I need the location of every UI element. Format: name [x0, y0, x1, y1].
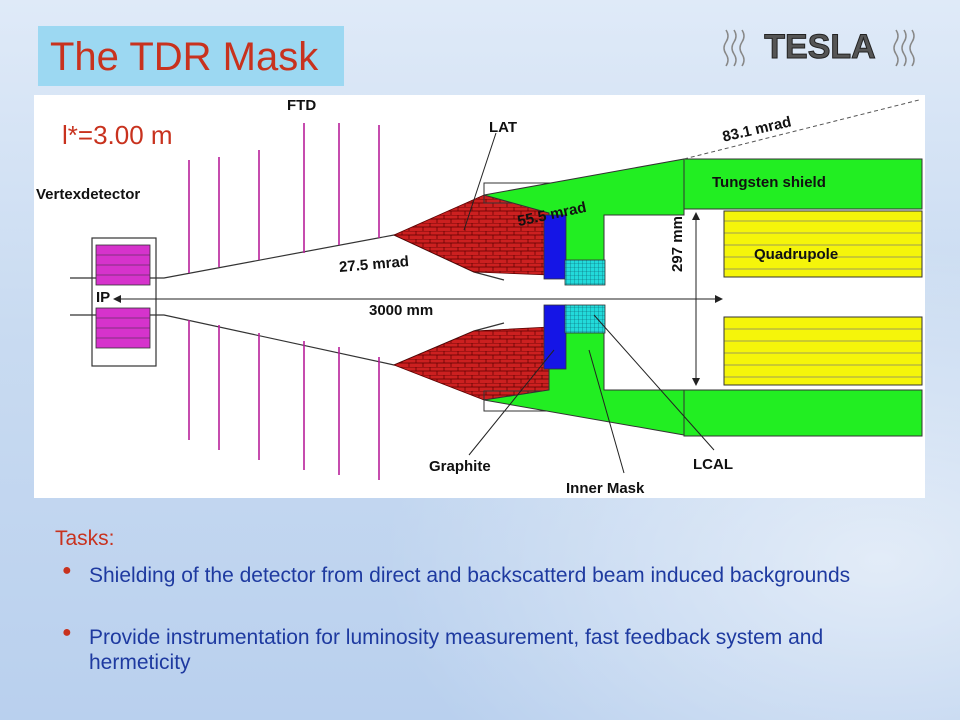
quadrupole	[723, 210, 923, 386]
lstar-label: l*=3.00 m	[62, 120, 173, 150]
title-box	[38, 26, 344, 86]
label-ip: IP	[96, 289, 111, 306]
label-tungsten-shield: Tungsten shield	[712, 174, 826, 191]
vertex-detector	[91, 237, 157, 367]
label-graphite: Graphite	[429, 458, 491, 475]
label-3000-mm: 3000 mm	[369, 302, 434, 319]
mask-diagram: FTD LAT Vertexdetector IP 83.1 mrad 55.5…	[34, 95, 925, 498]
label-ftd: FTD	[287, 97, 317, 114]
label-inner-mask: Inner Mask	[566, 480, 645, 497]
bullet-marker-1: ●	[62, 562, 72, 579]
bullet-text-2: Provide instrumentation for luminosity m…	[89, 626, 824, 674]
bullet-text-1: Shielding of the detector from direct an…	[89, 564, 851, 587]
label-lcal: LCAL	[693, 456, 733, 473]
tasks-heading: Tasks:	[55, 527, 115, 550]
lcal-blocks	[564, 259, 606, 334]
label-lat: LAT	[489, 119, 518, 136]
tungsten-shield	[483, 158, 923, 437]
label-297-mm: 297 mm	[668, 216, 686, 272]
slide-title: The TDR Mask	[50, 35, 319, 79]
label-vertexdetector: Vertexdetector	[36, 186, 141, 203]
tesla-logo: TESLA	[723, 28, 915, 67]
label-quadrupole: Quadrupole	[754, 246, 839, 263]
bullet-marker-2: ●	[62, 624, 72, 641]
pointer-lines	[463, 132, 715, 474]
logo-text: TESLA	[764, 28, 875, 66]
ftd-disks	[188, 123, 380, 480]
mrad-83-line	[683, 99, 920, 160]
diagram-svg	[70, 99, 923, 480]
inner-mask-blocks	[543, 214, 567, 370]
